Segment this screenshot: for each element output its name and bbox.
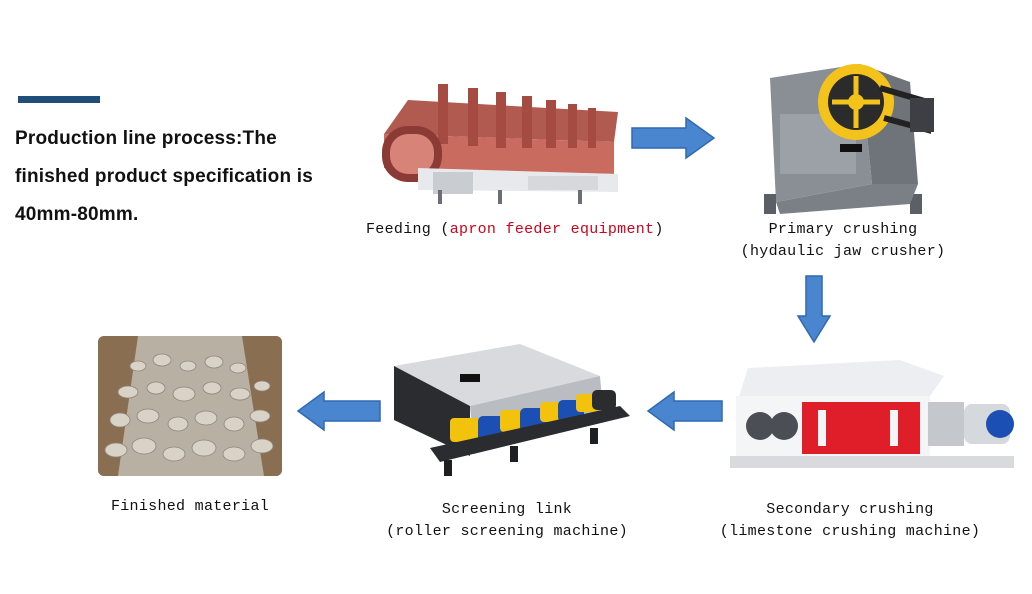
feeding-label-suffix: )	[654, 221, 664, 238]
secondary-crushing-subtitle: (limestone crushing machine)	[719, 523, 981, 540]
arrow-right-icon	[631, 116, 716, 160]
feeding-label-prefix: Feeding (	[366, 221, 450, 238]
finished-material-image	[98, 336, 282, 476]
arrow-left-icon	[646, 390, 723, 432]
jaw-crusher-image	[764, 64, 934, 214]
primary-crushing-subtitle: (hydaulic jaw crusher)	[740, 243, 946, 260]
intro-text: Production line process:The finished pro…	[15, 128, 313, 225]
arrow-down-icon	[796, 275, 832, 344]
secondary-crusher-image	[730, 360, 1014, 468]
roller-screen-image	[394, 344, 630, 476]
screening-subtitle: (roller screening machine)	[386, 523, 628, 540]
screening-title: Screening link	[441, 501, 573, 518]
arrow-left-icon	[296, 390, 381, 432]
accent-bar	[18, 96, 100, 103]
primary-crushing-label: Primary crushing (hydaulic jaw crusher)	[736, 219, 950, 263]
finished-material-label: Finished material	[100, 496, 280, 518]
secondary-crushing-title: Secondary crushing	[766, 501, 934, 518]
finished-material-title: Finished material	[110, 498, 270, 515]
feeding-label: Feeding (apron feeder equipment)	[366, 219, 664, 241]
secondary-crushing-label: Secondary crushing (limestone crushing m…	[714, 499, 986, 543]
primary-crushing-title: Primary crushing	[768, 221, 918, 238]
screening-label: Screening link (roller screening machine…	[380, 499, 634, 543]
feeding-label-highlight: apron feeder equipment	[449, 221, 655, 238]
apron-feeder-image	[382, 84, 618, 204]
